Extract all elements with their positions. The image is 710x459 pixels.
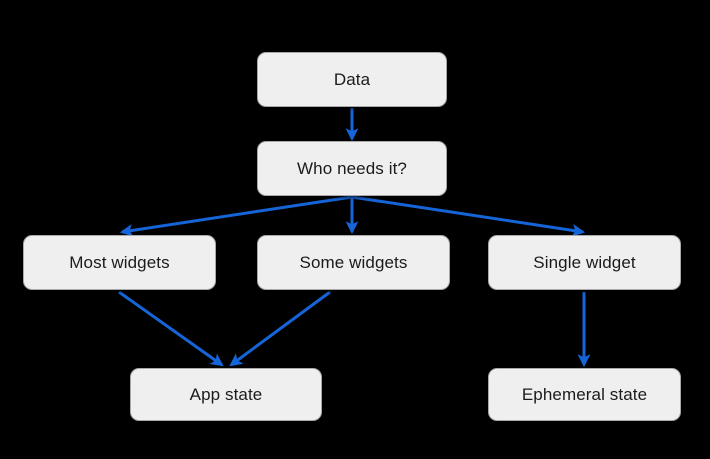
node-label-single-widget: Single widget: [533, 253, 636, 272]
node-label-ephemeral-state: Ephemeral state: [521, 385, 648, 404]
node-who-needs-it[interactable]: Who needs it?: [257, 141, 447, 196]
node-data[interactable]: Data: [257, 52, 447, 107]
edge-who-to-most-widgets: [119, 195, 353, 237]
node-some-widgets[interactable]: Some widgets: [257, 235, 450, 290]
edge-most-widgets-to-app: [118, 290, 224, 367]
node-most-widgets[interactable]: Most widgets: [23, 235, 216, 290]
node-ephemeral-state[interactable]: Ephemeral state: [488, 368, 681, 421]
edge-who-to-single-widget: [351, 195, 586, 237]
node-label-app-state: App state: [189, 385, 263, 404]
node-single-widget[interactable]: Single widget: [488, 235, 681, 290]
node-label-some-widgets: Some widgets: [299, 253, 408, 272]
edge-some-widgets-to-app: [229, 290, 331, 367]
node-app-state[interactable]: App state: [130, 368, 322, 421]
node-label-most-widgets: Most widgets: [69, 253, 170, 272]
node-label-who-needs-it: Who needs it?: [297, 159, 407, 178]
node-label-data: Data: [333, 70, 371, 89]
